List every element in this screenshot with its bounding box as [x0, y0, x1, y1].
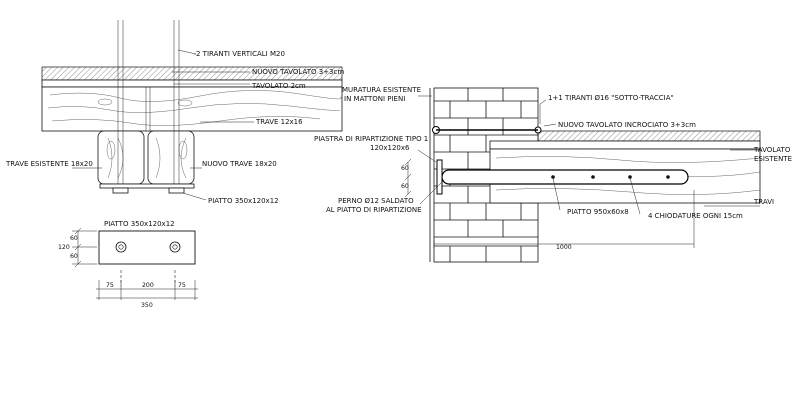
plate-dim-mid: 200 [142, 282, 154, 289]
existing-beam-label: TRAVE ESISTENTE 18x20 [5, 160, 93, 168]
plate-dim-total-height: 120 [58, 244, 70, 251]
new-beam-label: NUOVO TRAVE 18x20 [202, 160, 277, 168]
plate-detail [72, 227, 198, 300]
new-crossed-board-label: NUOVO TAVOLATO INCROCIATO 3+3cm [558, 121, 696, 129]
board-label: TAVOLATO 2cm [251, 82, 306, 90]
beam-12x16 [41, 86, 343, 132]
wall-label-line-2: IN MATTONI PIENI [344, 95, 405, 103]
distribution-plate-label-line-1: PIASTRA DI RIPARTIZIONE TIPO 1 [314, 135, 428, 143]
existing-beam [97, 130, 145, 185]
existing-board-label-line-1: TAVOLATO [753, 146, 791, 154]
flat-plate [441, 169, 689, 185]
ties-label: 1+1 TIRANTI Ø16 "SOTTO-TRACCIA" [548, 94, 674, 102]
new-beam [147, 130, 195, 185]
pin-label-line-1: PERNO Ø12 SALDATO [338, 197, 414, 205]
existing-board-label-line-2: ESISTENTE [754, 155, 792, 163]
distribution-plate-label-line-2: 120x120x6 [370, 144, 410, 152]
plate-dim-right: 75 [178, 282, 186, 289]
beam-label: TRAVE 12x16 [255, 118, 303, 126]
plate-dim-upper-right: 60 [401, 165, 409, 172]
pin-label-line-2: AL PIATTO DI RIPARTIZIONE [326, 206, 422, 214]
plate-dim-lower-right: 60 [401, 183, 409, 190]
new-board-label: NUOVO TAVOLATO 3+3cm [252, 68, 344, 76]
new-crossed-board [537, 130, 761, 142]
plate-detail-title: PIATTO 350x120x12 [104, 220, 175, 228]
plate-label: PIATTO 350x120x12 [208, 197, 279, 205]
plate-dim-lower: 60 [70, 253, 78, 260]
nails-label: 4 CHIODATURE OGNI 15cm [648, 212, 743, 220]
plate-dim-total-width: 350 [141, 302, 153, 309]
wall-label-line-1: MURATURA ESISTENTE [342, 86, 421, 94]
beams-label: TRAVI [753, 198, 774, 206]
existing-board [489, 140, 761, 150]
rods-label: 2 TIRANTI VERTICALI M20 [196, 50, 285, 58]
left-cross-section [41, 20, 343, 201]
length-dim-label: 1000 [556, 244, 572, 251]
plate-dim-left: 75 [106, 282, 114, 289]
right-cross-section [404, 87, 762, 263]
plate-dim-upper: 60 [70, 235, 78, 242]
flat-plate-label: PIATTO 950x60x8 [567, 208, 629, 216]
